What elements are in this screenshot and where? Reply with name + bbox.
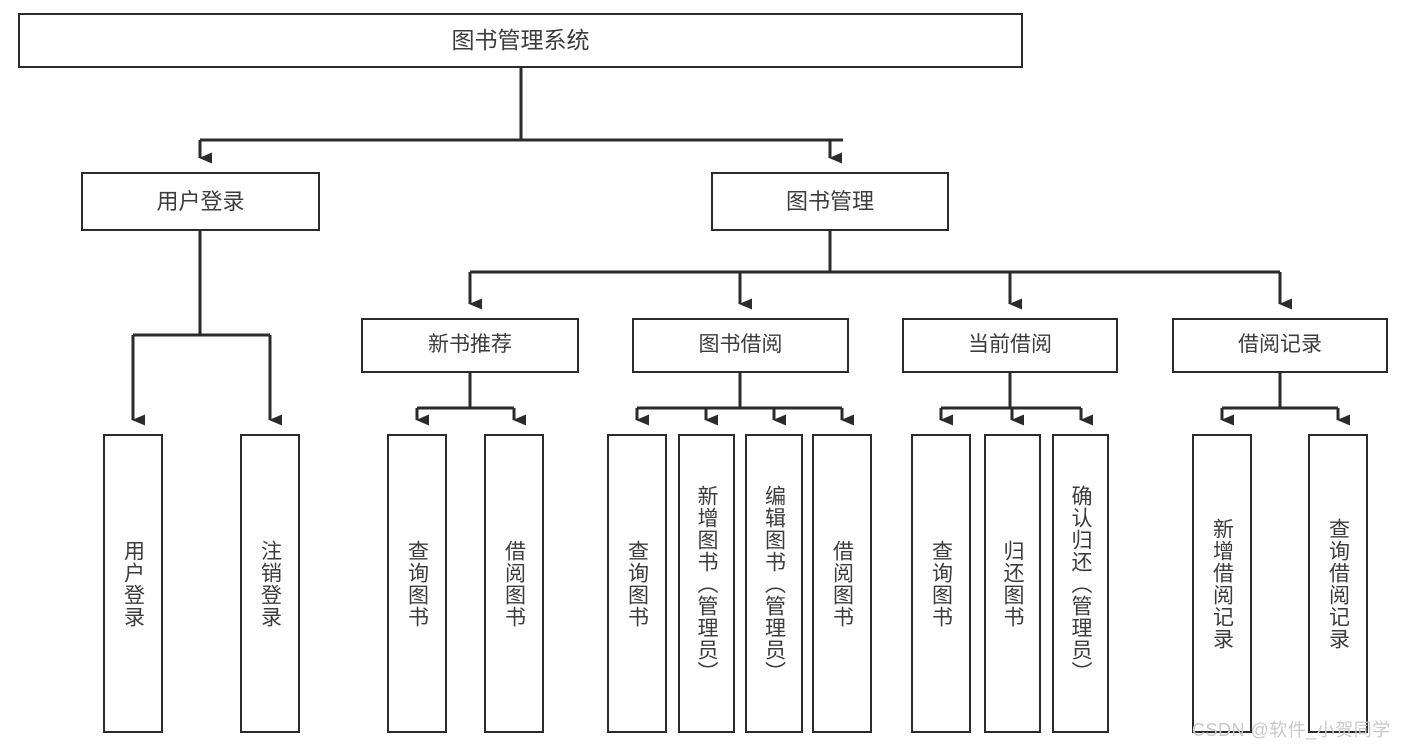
node-label: 借阅图书	[502, 539, 526, 628]
node-label: 新增图书（管理员）	[695, 484, 718, 683]
node-new-book-recommend[interactable]: 新书推荐	[361, 318, 579, 373]
node-label: 借阅记录	[1238, 333, 1322, 357]
node-add-borrow-record[interactable]: 新增借阅记录	[1192, 434, 1252, 733]
node-confirm-return-admin[interactable]: 确认归还（管理员）	[1052, 434, 1109, 733]
node-borrow-book-action[interactable]: 借阅图书	[812, 434, 872, 733]
node-label: 新增借阅记录	[1210, 517, 1234, 650]
node-return-book[interactable]: 归还图书	[984, 434, 1041, 733]
node-logout-action[interactable]: 注销登录	[240, 434, 300, 733]
node-label: 新书推荐	[428, 333, 512, 357]
node-label: 确认归还（管理员）	[1069, 484, 1092, 683]
node-borrow-record[interactable]: 借阅记录	[1172, 318, 1388, 373]
node-user-login-action[interactable]: 用户登录	[103, 434, 163, 733]
node-query-borrow-record[interactable]: 查询借阅记录	[1308, 434, 1368, 733]
node-label: 当前借阅	[968, 333, 1052, 357]
node-book-management-system[interactable]: 图书管理系统	[18, 13, 1023, 68]
node-user-login[interactable]: 用户登录	[81, 172, 320, 231]
node-label: 查询图书	[625, 539, 649, 628]
node-label: 图书管理系统	[451, 26, 590, 53]
node-query-book-borrow[interactable]: 查询图书	[607, 434, 667, 733]
node-book-borrow[interactable]: 图书借阅	[632, 318, 849, 373]
node-borrow-book-recommend[interactable]: 借阅图书	[484, 434, 544, 733]
node-label: 归还图书	[1001, 539, 1024, 628]
node-label: 查询借阅记录	[1326, 517, 1350, 650]
csdn-watermark: CSDN @软件_小贺同学	[1192, 720, 1391, 740]
node-label: 查询图书	[405, 539, 429, 628]
node-query-book-current[interactable]: 查询图书	[911, 434, 971, 733]
node-current-borrow[interactable]: 当前借阅	[902, 318, 1118, 373]
node-label: 注销登录	[258, 539, 282, 628]
node-label: 借阅图书	[830, 539, 854, 628]
node-edit-book-admin[interactable]: 编辑图书（管理员）	[745, 434, 803, 733]
node-label: 编辑图书（管理员）	[762, 484, 786, 683]
node-label: 图书借阅	[698, 333, 783, 357]
node-query-book-recommend[interactable]: 查询图书	[387, 434, 447, 733]
node-label: 查询图书	[929, 539, 953, 628]
node-book-management[interactable]: 图书管理	[711, 172, 949, 231]
node-add-book-admin[interactable]: 新增图书（管理员）	[678, 434, 735, 733]
node-label: 用户登录	[121, 539, 145, 628]
node-label: 图书管理	[785, 188, 874, 214]
node-label: 用户登录	[156, 188, 245, 214]
